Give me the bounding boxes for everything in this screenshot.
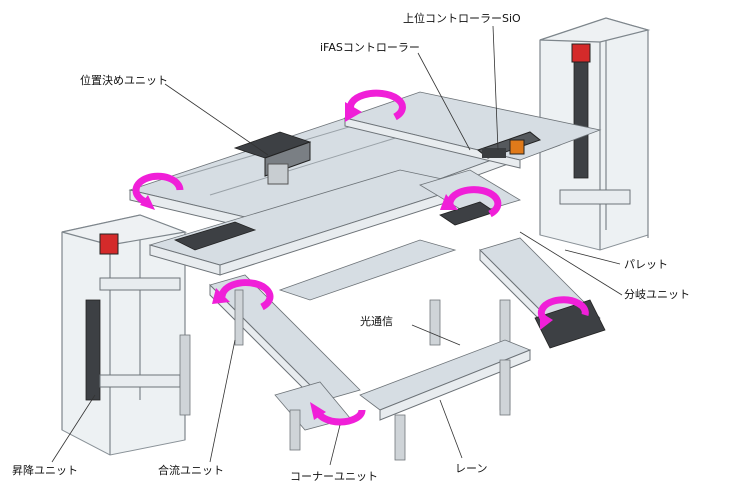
label-corner-unit: コーナーユニット (290, 470, 378, 483)
label-upper-controller: 上位コントローラーSiO (403, 11, 521, 25)
tower-lamp-right (571, 43, 591, 63)
tower-lamp-left (99, 233, 119, 255)
labels: 上位コントローラーSiO iFASコントローラー 位置決めユニット パレット 分… (12, 11, 690, 483)
rotation-arrow-branch (440, 186, 502, 218)
leader-lines (51, 25, 623, 466)
front-loop (179, 239, 532, 461)
middle-lane (148, 169, 472, 276)
label-ifas-controller: iFASコントローラー (320, 41, 420, 54)
label-lift-unit: 昇降ユニット (12, 463, 78, 477)
left-lift-tower (61, 214, 188, 456)
label-merge-unit: 合流ユニット (158, 463, 224, 477)
rotation-arrow-merge (212, 279, 274, 311)
rotation-arrow-right (537, 296, 589, 330)
rotation-arrow-top (345, 89, 406, 122)
rotation-arrows (132, 89, 589, 426)
controllers (476, 131, 542, 159)
positioning-unit (233, 131, 312, 185)
rotation-arrow-left (132, 172, 184, 210)
rotation-arrow-corner (310, 402, 366, 426)
right-lift-tower (539, 17, 651, 251)
label-positioning-unit: 位置決めユニット (80, 73, 168, 87)
label-pallet: パレット (624, 258, 668, 271)
label-optical-comm: 光通信 (360, 314, 393, 328)
label-branch-unit: 分岐ユニット (624, 288, 690, 301)
label-lane: レーン (455, 462, 487, 475)
